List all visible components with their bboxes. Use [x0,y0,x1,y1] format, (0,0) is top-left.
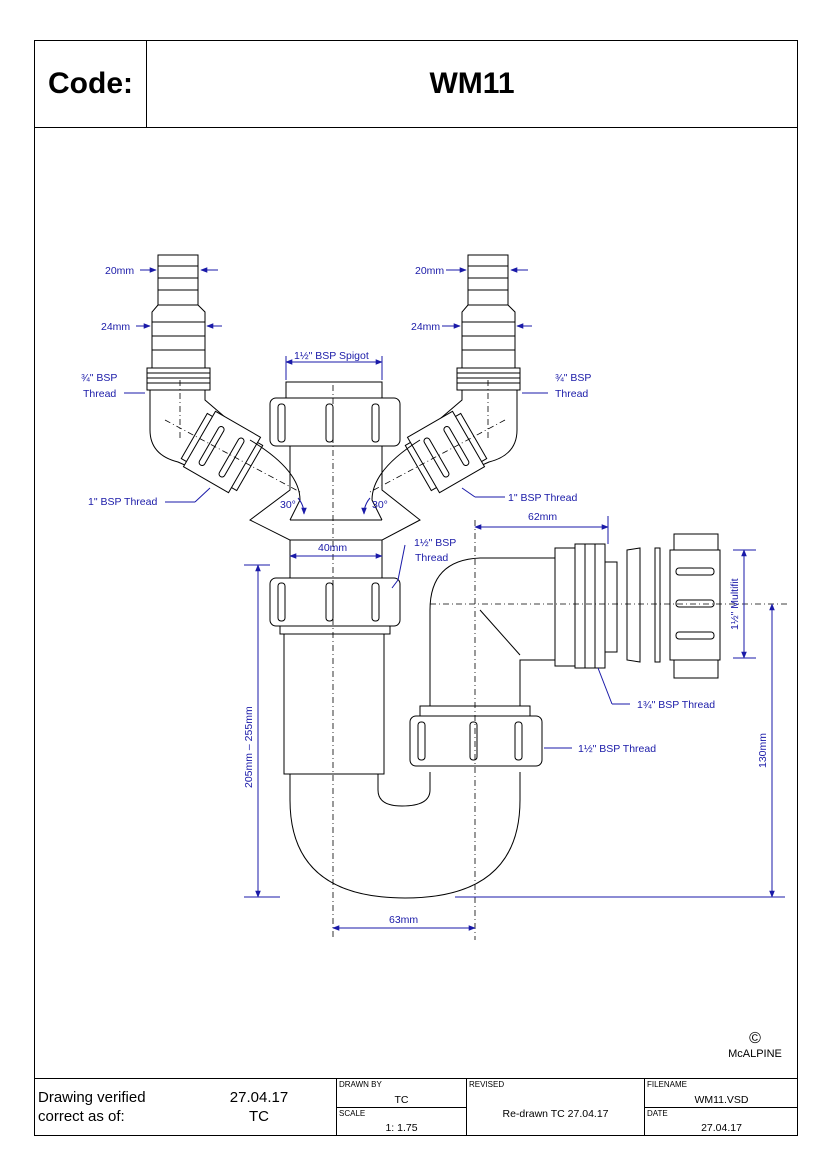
code-value: WM11 [429,67,515,100]
label-hose-24-right: 24mm [411,321,440,333]
label-bsp134: 1¾" BSP Thread [637,699,715,711]
scale-cell: SCALE 1: 1.75 [336,1108,466,1136]
label-bsp34-left-2: Thread [83,388,116,400]
label-bsp34-right-2: Thread [555,388,588,400]
dimension-lines [124,267,785,931]
filename-value: WM11.VSD [694,1094,749,1106]
label-hose-20-left: 20mm [105,265,134,277]
right-hose-tail [404,254,521,494]
drawn-by-label: DRAWN BY [339,1080,382,1089]
label-hose-24-left: 24mm [101,321,130,333]
label-spigot: 1½" BSP Spigot [294,350,369,362]
date-value: 27.04.17 [701,1122,742,1134]
copyright-icon: © [749,1030,761,1047]
copyright-block: © McALPINE [725,1030,785,1060]
label-angle-right: 30° [372,499,388,511]
verified-line-1: Drawing verified [38,1089,146,1106]
revised-value: Re-drawn TC 27.04.17 [502,1108,609,1120]
label-width-62: 62mm [528,511,557,523]
drawn-by-cell: DRAWN BY TC [336,1079,466,1108]
left-hose-tail [146,254,264,494]
label-angle-left: 30° [280,499,296,511]
revised-cell: REVISED Re-drawn TC 27.04.17 [466,1079,644,1136]
label-width-63: 63mm [389,914,418,926]
code-label: Code: [35,41,147,127]
label-bsp112-lower: 1½" BSP Thread [578,743,656,755]
label-bsp1-left: 1" BSP Thread [88,496,157,508]
label-width-40: 40mm [318,542,347,554]
title-block-footer: Drawing verified correct as of: 27.04.17… [34,1078,798,1136]
verified-by: TC [249,1108,269,1125]
dimension-labels: 20mm 24mm ¾" BSP Thread 20mm 24mm ¾" BSP… [81,265,769,926]
centre-lines [164,380,790,940]
revised-label: REVISED [469,1080,505,1089]
label-height-130: 130mm [757,733,769,768]
trap-body [269,533,721,899]
label-multifit: 1½" Multifit [729,578,741,630]
label-hose-20-right: 20mm [415,265,444,277]
company-name: McALPINE [728,1048,782,1060]
y-body [249,381,421,581]
date-label: DATE [647,1109,668,1118]
verified-info: 27.04.17 TC [204,1088,314,1126]
filename-cell: FILENAME WM11.VSD [644,1079,798,1108]
title-block-header: Code: WM11 [34,40,798,128]
label-bsp112-thread-1: 1½" BSP [414,537,456,549]
scale-value: 1: 1.75 [385,1122,418,1134]
filename-label: FILENAME [647,1080,688,1089]
scale-label: SCALE [339,1109,366,1118]
drawn-by-value: TC [394,1094,409,1106]
verified-date: 27.04.17 [229,1089,289,1106]
label-bsp112-thread-2: Thread [415,552,448,564]
label-bsp34-left-1: ¾" BSP [81,372,117,384]
label-height-range: 205mm – 255mm [243,706,255,788]
verified-line-2: correct as of: [38,1108,125,1125]
label-bsp34-right-1: ¾" BSP [555,372,591,384]
date-cell: DATE 27.04.17 [644,1108,798,1136]
label-bsp1-right: 1" BSP Thread [508,492,577,504]
verified-label: Drawing verified correct as of: [38,1088,146,1126]
